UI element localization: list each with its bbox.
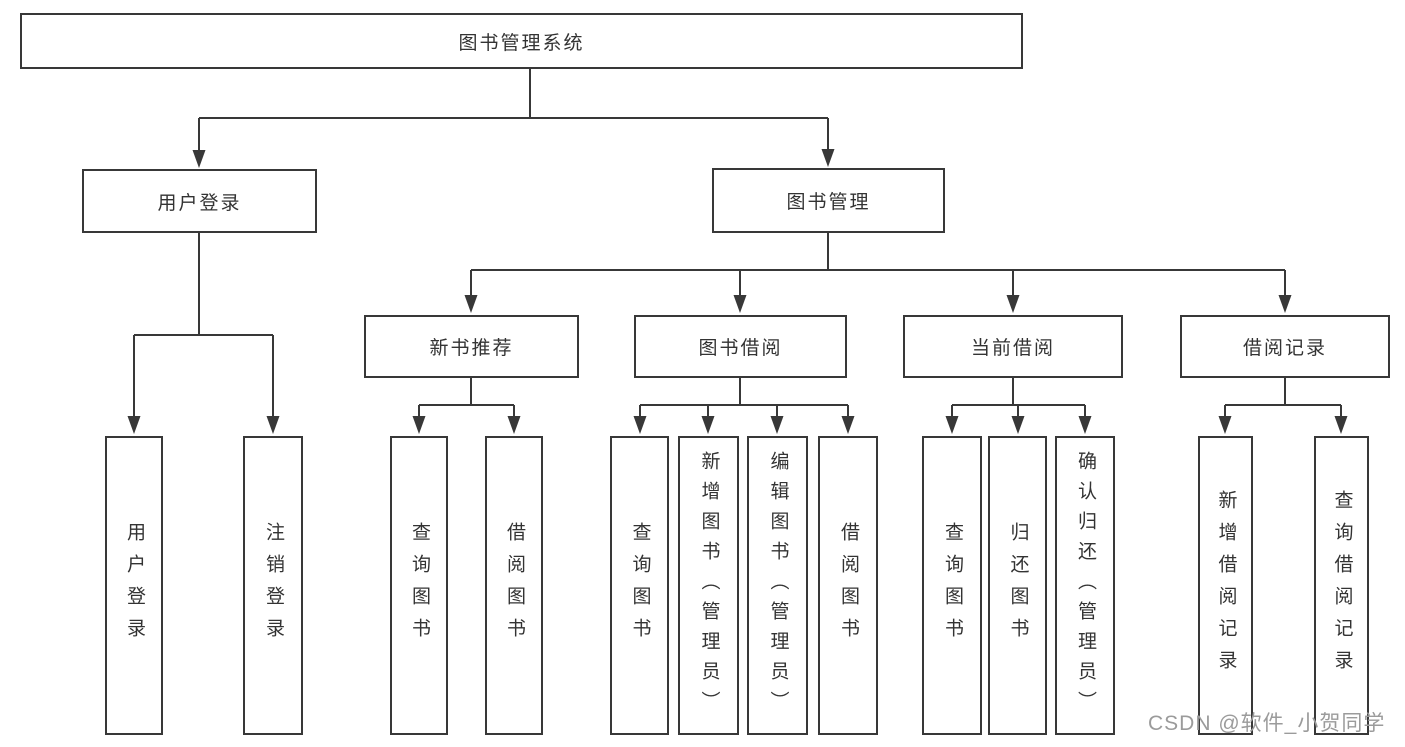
node-leaf-query-book-1: 查询图书 [390, 436, 448, 735]
csdn-watermark: CSDN @软件_小贺同学 [1148, 712, 1386, 735]
node-borrow-records: 借阅记录 [1180, 315, 1390, 378]
node-leaf-edit-book-admin: 编辑图书（管理员） [747, 436, 808, 735]
node-leaf-logout: 注销登录 [243, 436, 303, 735]
node-leaf-return-book: 归还图书 [988, 436, 1047, 735]
node-leaf-query-borrow-record: 查询借阅记录 [1314, 436, 1369, 735]
node-leaf-query-book-2: 查询图书 [610, 436, 669, 735]
node-book-management: 图书管理 [712, 168, 945, 233]
node-leaf-confirm-return-admin: 确认归还（管理员） [1055, 436, 1115, 735]
node-leaf-add-borrow-record: 新增借阅记录 [1198, 436, 1253, 735]
node-root: 图书管理系统 [20, 13, 1023, 69]
node-leaf-borrow-book-2: 借阅图书 [818, 436, 878, 735]
node-leaf-query-book-3: 查询图书 [922, 436, 982, 735]
node-book-borrow: 图书借阅 [634, 315, 847, 378]
node-current-borrow: 当前借阅 [903, 315, 1123, 378]
node-user-login: 用户登录 [82, 169, 317, 233]
node-new-book-recommend: 新书推荐 [364, 315, 579, 378]
node-leaf-user-login: 用户登录 [105, 436, 163, 735]
node-leaf-add-book-admin: 新增图书（管理员） [678, 436, 739, 735]
node-leaf-borrow-book-1: 借阅图书 [485, 436, 543, 735]
